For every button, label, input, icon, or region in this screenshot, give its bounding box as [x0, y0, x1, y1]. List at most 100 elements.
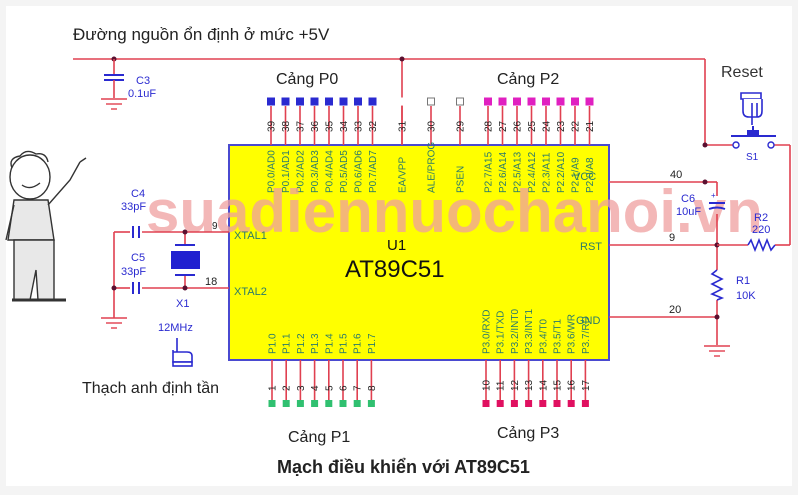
pin-name: P1.7: [367, 333, 378, 354]
pin-terminal[interactable]: [296, 97, 304, 106]
capacitor-c5: C5 33pF: [121, 252, 146, 294]
bottom-pin: 3 P1.2: [296, 333, 307, 407]
pin-terminal[interactable]: [367, 400, 375, 407]
pin-terminal[interactable]: [368, 97, 377, 106]
supply-rail: [73, 58, 706, 145]
pin-terminal[interactable]: [310, 97, 319, 106]
pin-number: 29: [456, 120, 467, 132]
resistor-r2: R2 220: [717, 212, 776, 253]
pin-terminal[interactable]: [525, 400, 533, 407]
pin-name: P0.4/AD4: [325, 150, 336, 193]
xtal1-pin-name: XTAL1: [234, 230, 267, 242]
pin-terminal[interactable]: [354, 97, 362, 106]
pin-number: 24: [542, 120, 553, 132]
pin-name: P1.3: [310, 333, 321, 354]
supply-label: Đường nguồn ổn định ở mức +5V: [73, 25, 330, 44]
pin-number: 34: [339, 120, 350, 132]
rst-pin-name: RST: [580, 241, 602, 253]
bottom-pin: 5P1.4: [324, 333, 335, 407]
cartoon-man-pointing-illustration: [5, 150, 87, 302]
pin-number: 39: [267, 120, 278, 132]
pin-terminal[interactable]: [484, 97, 492, 106]
pin-name: EA/VPP: [398, 157, 409, 193]
pin-number: 22: [571, 120, 582, 132]
pin-terminal[interactable]: [268, 400, 276, 407]
c3-ref: C3: [136, 75, 150, 87]
x1-ref: X1: [176, 298, 189, 310]
plus-sign-icon: +: [711, 191, 716, 200]
pin-name: P3.1/TXD: [496, 311, 507, 354]
gnd-pin-name: GND: [576, 315, 601, 327]
pin-terminal[interactable]: [281, 97, 290, 106]
pin-number: 33: [354, 120, 365, 132]
gnd-pin-number: 20: [669, 304, 681, 316]
c6-value: 10uF: [676, 206, 701, 218]
pin-terminal[interactable]: [553, 400, 561, 407]
pin-number: 35: [325, 120, 336, 132]
junction-dot: [702, 179, 708, 185]
pin-terminal[interactable]: [496, 400, 504, 407]
pin-terminal[interactable]: [482, 400, 490, 407]
pin-number: 16: [567, 379, 578, 391]
pin-number: 38: [281, 120, 292, 132]
reset-circuit: [705, 144, 791, 345]
pin-terminal[interactable]: [556, 97, 565, 106]
pin-name: P1.2: [296, 333, 307, 354]
pin-terminal[interactable]: [427, 97, 435, 106]
port-p0-label: Cảng P0: [276, 71, 338, 88]
pin-number: 21: [585, 120, 596, 132]
pin-name: P2.4/A12: [527, 151, 538, 193]
pin-terminal[interactable]: [456, 97, 464, 106]
pin-terminal[interactable]: [325, 97, 333, 106]
xtal1-pin-number: 9: [212, 221, 218, 232]
pin-terminal[interactable]: [267, 97, 275, 106]
pin-terminal[interactable]: [339, 400, 347, 407]
pin-terminal[interactable]: [398, 97, 406, 106]
ground-symbol: [704, 345, 730, 357]
pin-terminal[interactable]: [585, 97, 594, 106]
rst-pin-number: 9: [669, 232, 675, 244]
pin-name: P2.1/A9: [571, 157, 582, 193]
xtal2-pin-name: XTAL2: [234, 286, 267, 298]
pin-terminal[interactable]: [542, 97, 550, 106]
pin-terminal[interactable]: [513, 97, 521, 106]
pin-terminal[interactable]: [527, 97, 536, 106]
pin-terminal[interactable]: [567, 400, 575, 407]
pin-number: 23: [556, 120, 567, 132]
pin-terminal[interactable]: [581, 400, 589, 407]
port-p1-label: Cảng P1: [288, 429, 350, 446]
pin-terminal[interactable]: [282, 400, 290, 407]
pin-number: 4: [310, 385, 321, 391]
c6-ref: C6: [681, 193, 695, 205]
pin-terminal[interactable]: [571, 97, 579, 106]
pin-number: 3: [296, 385, 307, 391]
pin-number: 1: [268, 385, 279, 391]
pin-name: P2.6/A14: [498, 151, 509, 193]
junction-dot: [111, 285, 117, 291]
pin-terminal[interactable]: [325, 400, 333, 407]
pin-terminal[interactable]: [353, 400, 361, 407]
pin-terminal[interactable]: [296, 400, 304, 407]
pin-terminal[interactable]: [510, 400, 518, 407]
pin-name: P1.4: [324, 333, 335, 354]
pin-terminal[interactable]: [311, 400, 319, 407]
r1-ref: R1: [736, 275, 750, 287]
pin-name: P0.1/AD1: [281, 150, 292, 193]
pin-terminal[interactable]: [339, 97, 348, 106]
pin-terminal[interactable]: [498, 97, 507, 106]
pin-number: 27: [498, 120, 509, 132]
pin-terminal[interactable]: [539, 400, 547, 407]
pin-number: 8: [367, 385, 378, 391]
reset-button-s1[interactable]: S1: [731, 126, 776, 163]
junction-dot: [702, 142, 708, 148]
